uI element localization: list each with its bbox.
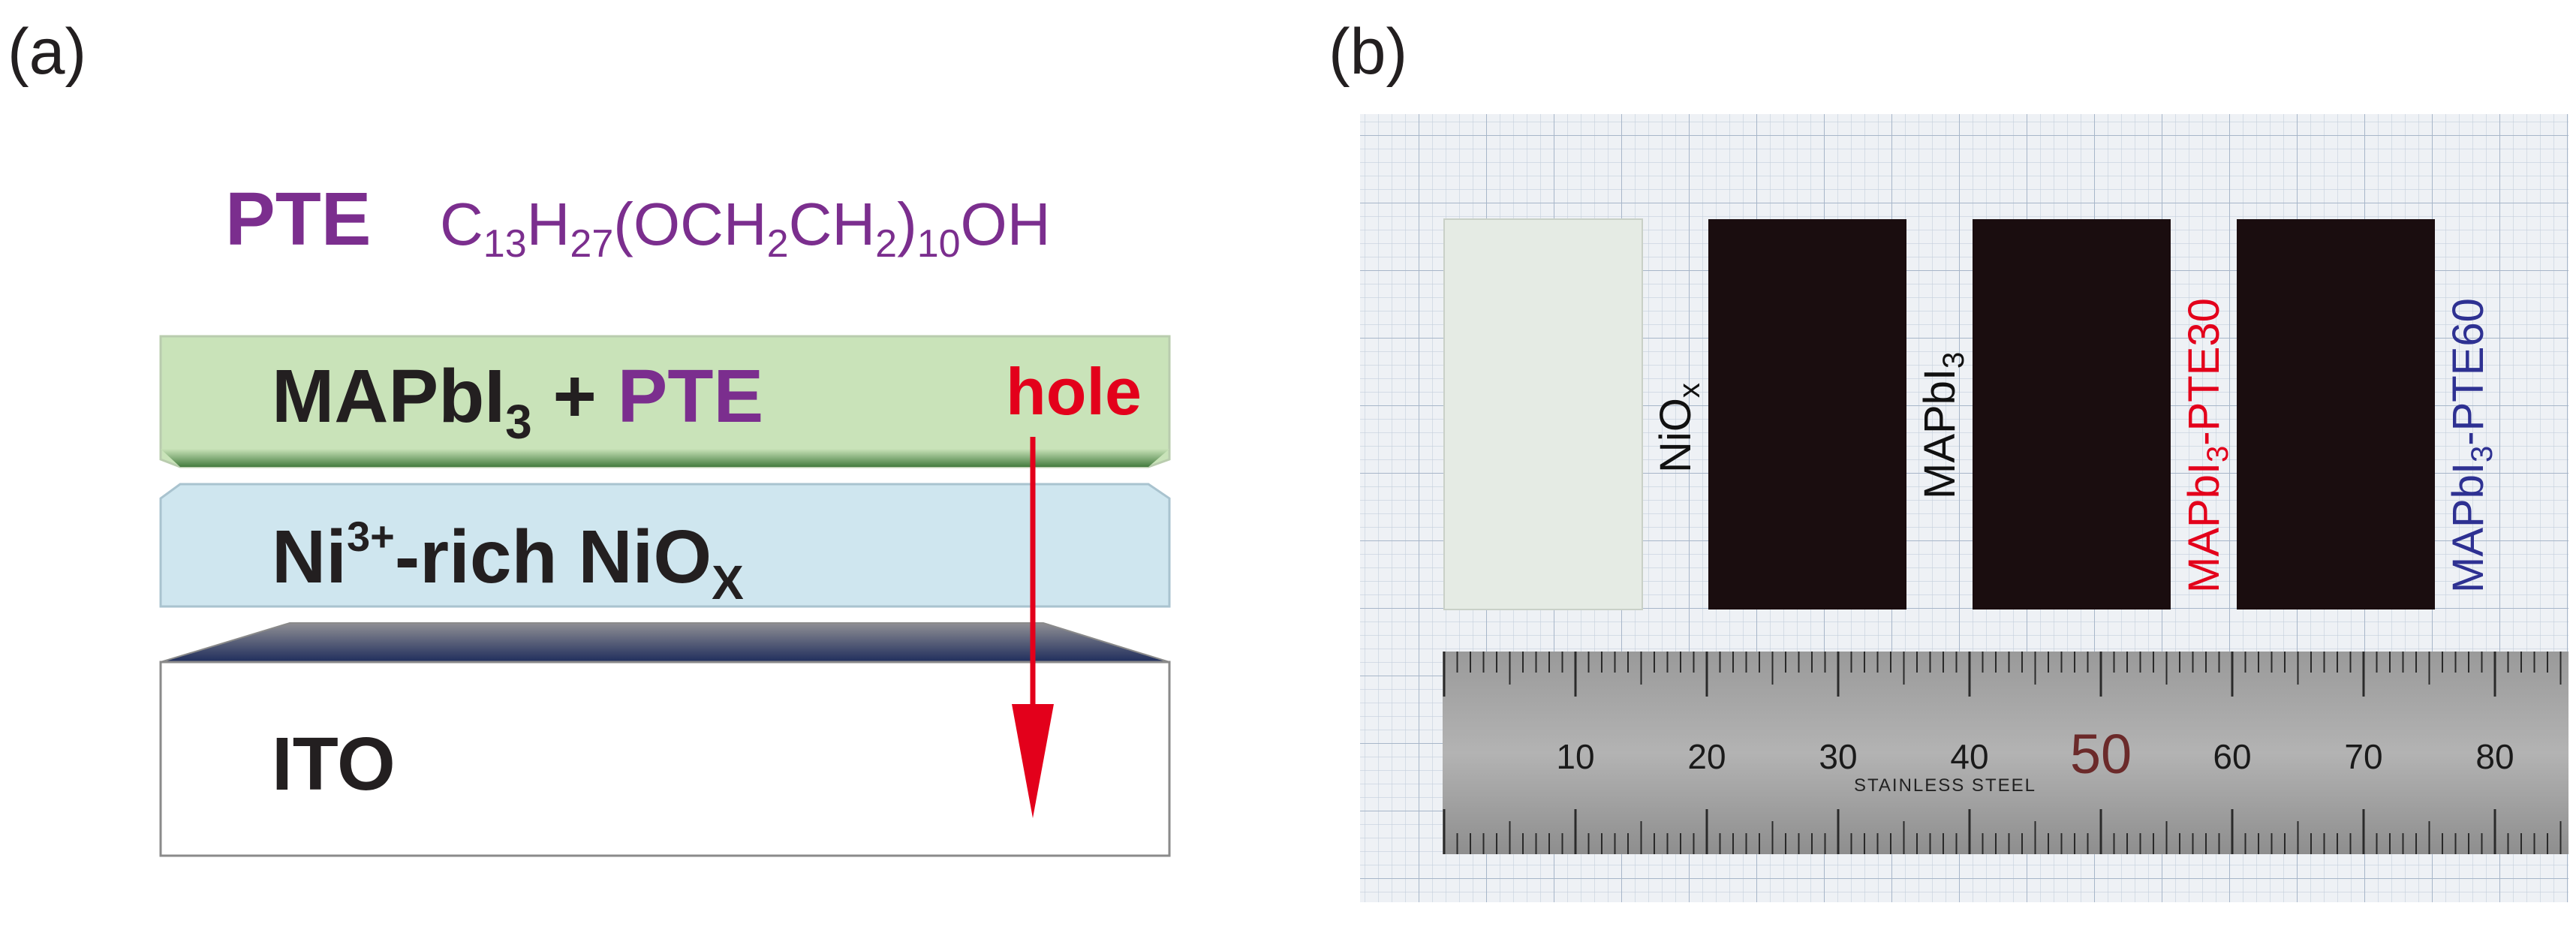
perovskite-layer-label: MAPbI3 + PTE: [272, 354, 763, 449]
sample-slide-pte30: [1973, 219, 2171, 609]
sample-label-pte60: MAPbI3-PTE60: [2444, 298, 2499, 593]
pte-abbreviation: PTE: [225, 177, 371, 261]
ruler-label-20: 20: [1687, 737, 1726, 776]
panel-b: (b) NiOx MAPbI3 MAPbI3-PTE30 MAPbI3-PTE6…: [1329, 16, 2568, 902]
sample-slide-mapbi3: [1708, 219, 1906, 609]
layer-ito: ITO: [159, 622, 1171, 857]
pte-chemical-formula: C13H27(OCH2CH2)10OH: [440, 191, 1051, 266]
layer-perovskite: MAPbI3 + PTE: [159, 335, 1171, 468]
ruler-label-60: 60: [2213, 737, 2251, 776]
ito-layer-label: ITO: [272, 722, 396, 806]
sample-label-pte30: MAPbI3-PTE30: [2180, 298, 2234, 593]
sample-slide-pte60: [2237, 219, 2435, 609]
niox-layer-label: Ni3+-rich NiOX: [272, 513, 744, 609]
ruler-label-40: 40: [1950, 737, 1988, 776]
ruler-tick-marks: [1443, 652, 2562, 854]
ruler-scale-labels: 10 20 30 40 50 60 70 80: [1556, 723, 2514, 785]
sample-slide-niox: [1443, 218, 1643, 610]
sample-label-mapbi3: MAPbI3: [1915, 352, 1970, 499]
photograph: NiOx MAPbI3 MAPbI3-PTE30 MAPbI3-PTE60 10…: [1360, 114, 2568, 902]
panel-a-label: (a): [8, 16, 86, 88]
ruler-label-10: 10: [1556, 737, 1594, 776]
layer-niox: Ni3+-rich NiOX: [159, 483, 1171, 609]
ruler-label-50: 50: [2070, 723, 2132, 785]
ruler-label-30: 30: [1819, 737, 1857, 776]
hole-label: hole: [1006, 354, 1142, 429]
sample-label-niox: NiOx: [1651, 383, 1706, 473]
ruler-label-70: 70: [2344, 737, 2382, 776]
ruler-label-80: 80: [2475, 737, 2514, 776]
panel-b-label: (b): [1329, 16, 1407, 88]
steel-ruler: 10 20 30 40 50 60 70 80 STAINLESS STEEL: [1443, 652, 2568, 854]
ruler-brand-text: STAINLESS STEEL: [1854, 775, 2036, 796]
arrow-head-icon: [1012, 704, 1054, 818]
panel-a: (a) PTE C13H27(OCH2CH2)10OH MAPbI3 + PTE…: [8, 16, 1171, 857]
hole-transport-arrow: hole: [1006, 354, 1142, 818]
